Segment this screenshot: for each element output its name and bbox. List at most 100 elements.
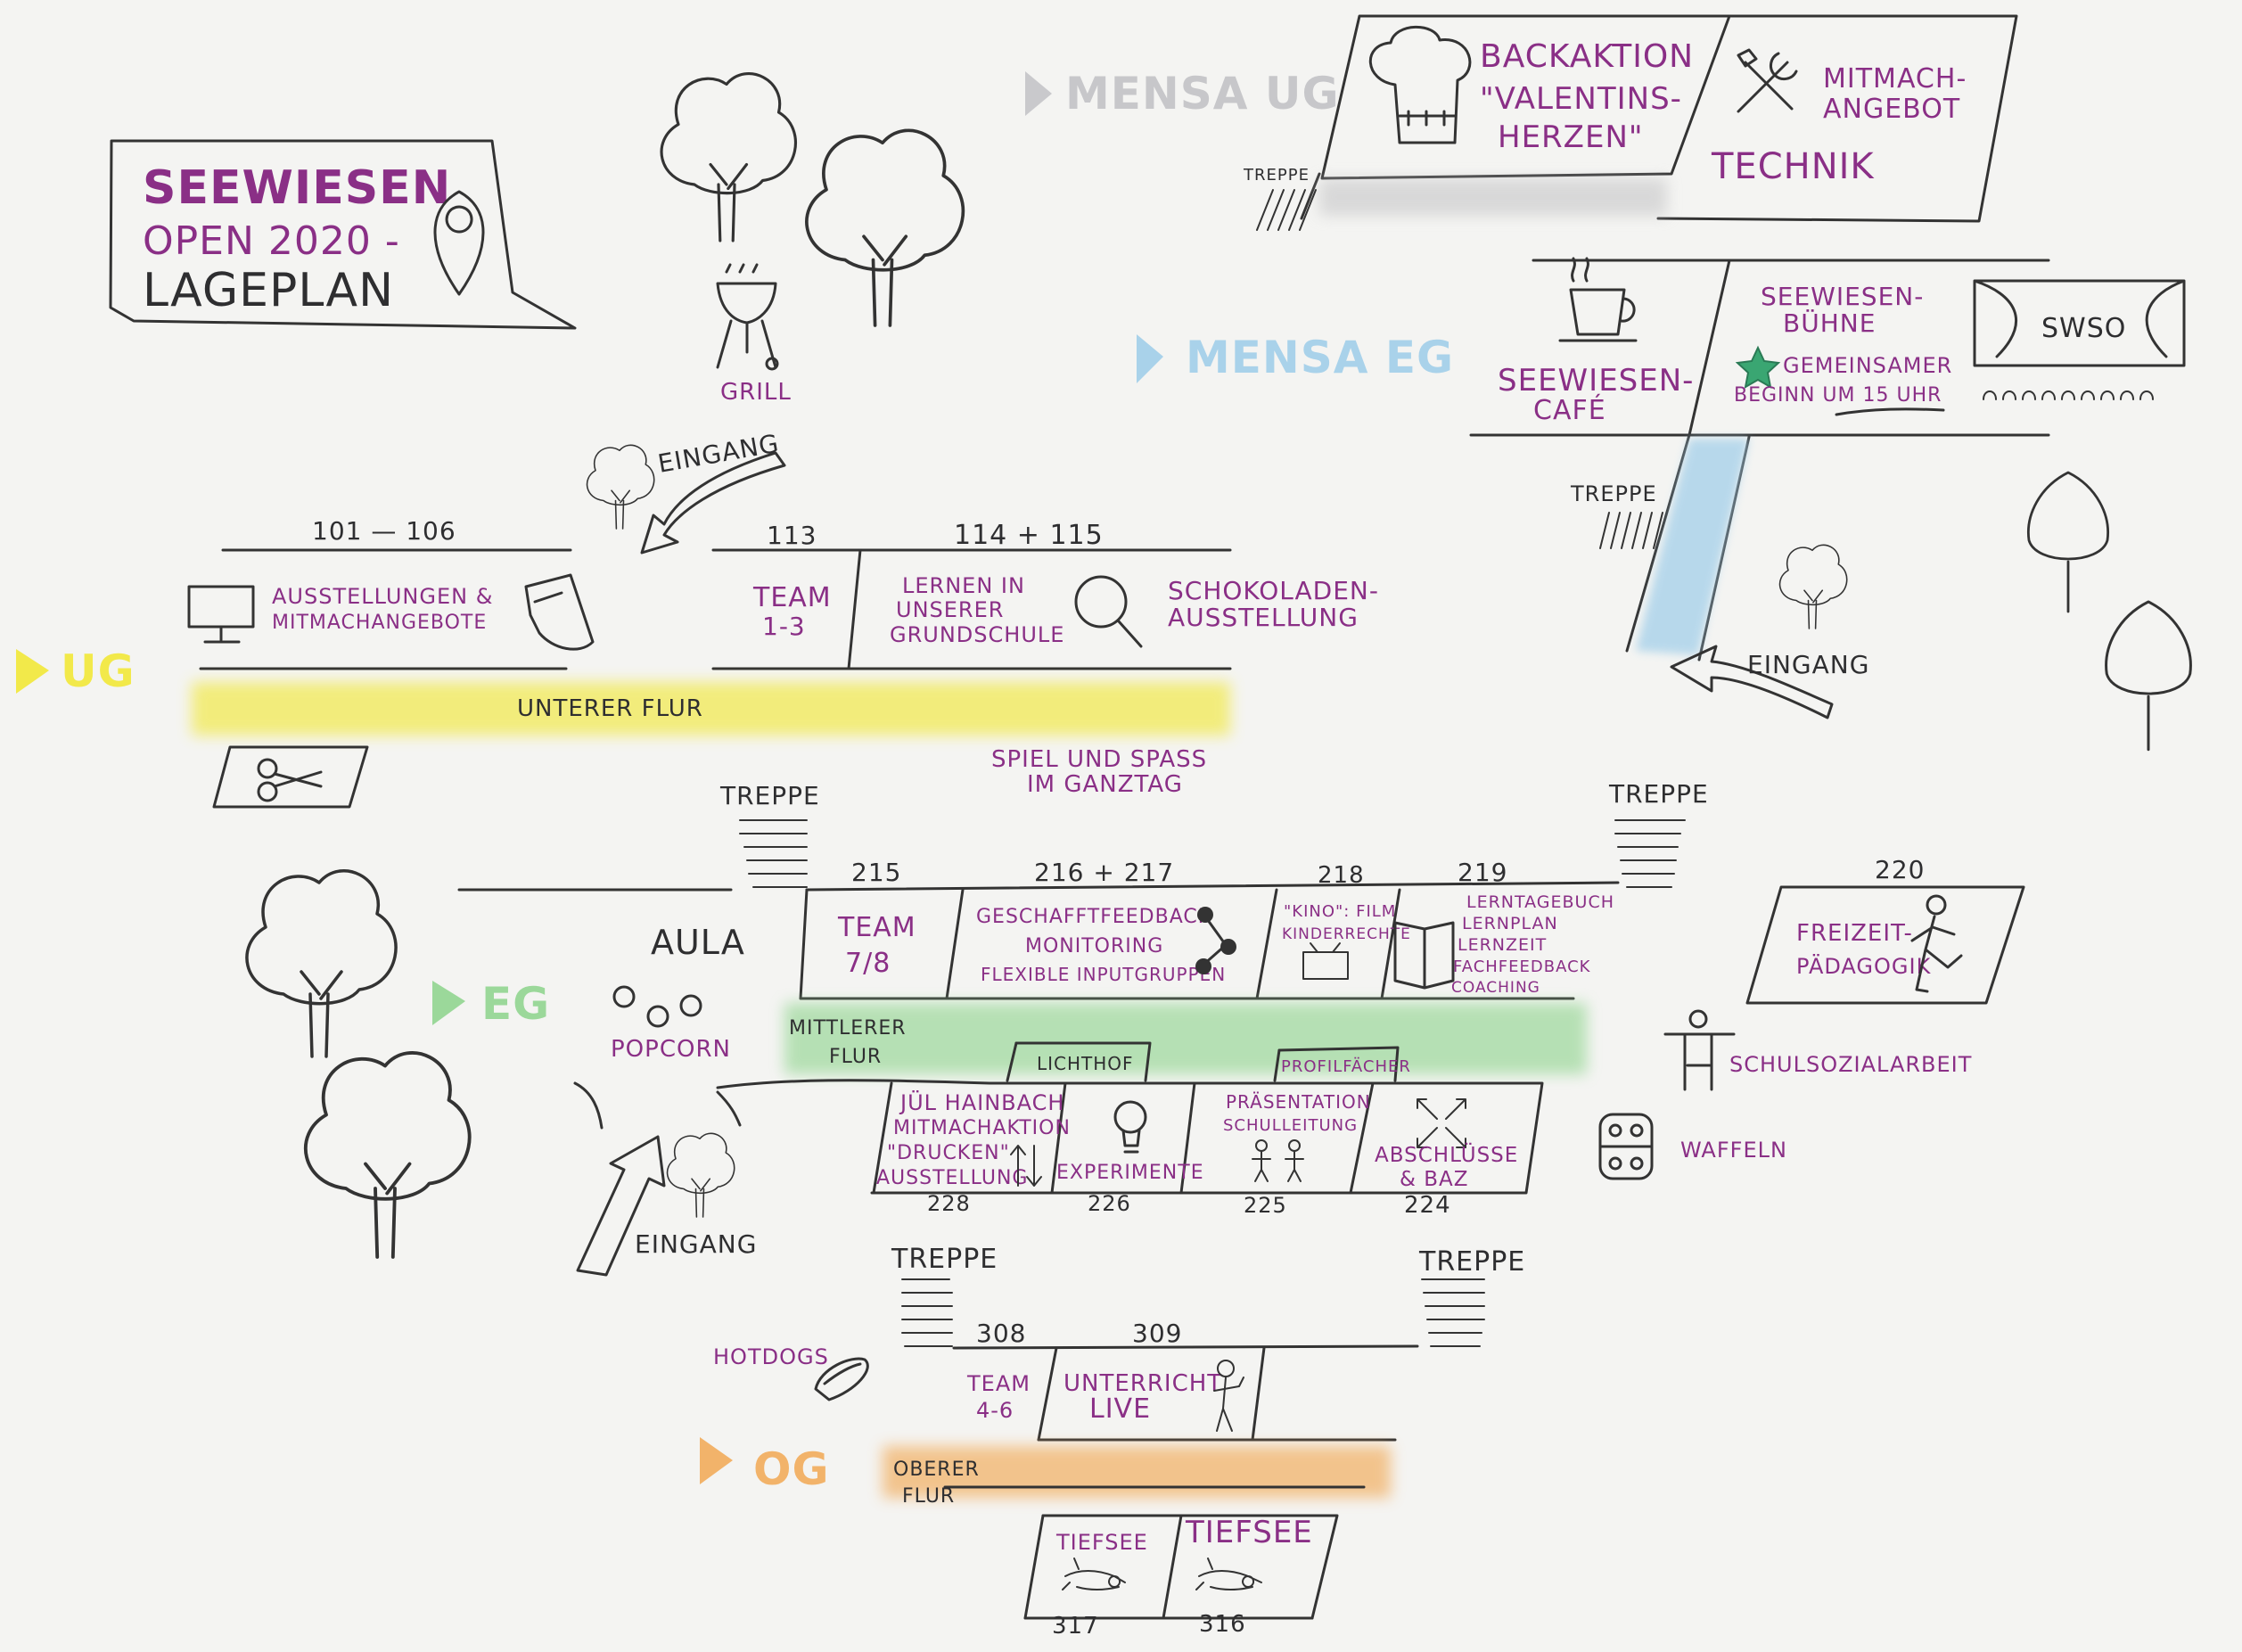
expand-arrows-icon bbox=[1417, 1098, 1466, 1148]
mensa-eg-label: MENSA EG bbox=[1186, 332, 1454, 383]
small-tree-icon bbox=[1778, 544, 1848, 629]
backaktion-line1: BACKAKTION bbox=[1480, 38, 1694, 75]
lerntagebuch-line5: COACHING bbox=[1451, 979, 1540, 997]
team-1-3-line2: 1-3 bbox=[762, 612, 806, 641]
star-icon bbox=[1735, 345, 1781, 389]
entrance-arrow-icon bbox=[576, 1135, 666, 1277]
beginn-line1: GEMEINSAMER bbox=[1783, 353, 1952, 378]
location-pin-icon bbox=[433, 190, 485, 296]
team-1-3-line1: TEAM bbox=[752, 582, 832, 613]
freizeit-line2: PÄDAGOGIK bbox=[1796, 953, 1932, 979]
abschluesse-line1: ABSCHLÜSSE bbox=[1375, 1142, 1518, 1167]
backaktion-line2: "VALENTINS- bbox=[1480, 81, 1682, 117]
tree-icon bbox=[660, 72, 798, 242]
tree-icon bbox=[245, 869, 398, 1058]
grill-label: GRILL bbox=[720, 379, 792, 406]
share-network-icon bbox=[1195, 907, 1236, 974]
stairs-icon bbox=[1256, 189, 1317, 231]
praesentation-line2: SCHULLEITUNG bbox=[1223, 1116, 1358, 1135]
feedback-line1: GESCHAFFTFEEDBACK bbox=[976, 906, 1211, 928]
og-building bbox=[883, 1344, 1419, 1620]
lernen-line2: UNSERER bbox=[896, 597, 1004, 622]
lerntagebuch-line4: FACHFEEDBACK bbox=[1453, 958, 1591, 976]
room-224: 224 bbox=[1404, 1192, 1451, 1219]
unterricht-line2: LIVE bbox=[1089, 1393, 1151, 1425]
grill-icon bbox=[716, 263, 779, 371]
drawing-hand-icon bbox=[524, 573, 595, 651]
swso-label: SWSO bbox=[2041, 313, 2126, 344]
title-line1: SEEWIESEN bbox=[143, 161, 451, 215]
schulsozialarbeit-label: SCHULSOZIALARBEIT bbox=[1729, 1052, 1972, 1077]
profilfaecher-label: PROFILFÄCHER bbox=[1281, 1057, 1411, 1076]
treppe-label: TREPPE bbox=[891, 1244, 998, 1275]
praesentation-line1: PRÄSENTATION bbox=[1226, 1091, 1371, 1113]
schokolade-line1: SCHOKOLADEN- bbox=[1168, 576, 1379, 605]
room-316: 316 bbox=[1199, 1611, 1246, 1638]
juel-line3: "DRUCKEN" bbox=[887, 1142, 1010, 1164]
treppe-label: TREPPE bbox=[1570, 481, 1657, 506]
buehne-line1: SEEWIESEN- bbox=[1761, 282, 1924, 311]
feedback-line3: FLEXIBLE INPUTGRUPPEN bbox=[981, 964, 1226, 985]
cafe-line2: CAFÉ bbox=[1533, 394, 1606, 426]
stage-icon: SWSO bbox=[1973, 279, 2186, 400]
ausstellungen-line1: AUSSTELLUNGEN & bbox=[272, 584, 493, 609]
up-down-arrows-icon bbox=[1010, 1145, 1042, 1187]
room-218: 218 bbox=[1318, 862, 1365, 889]
treppe-label: TREPPE bbox=[1418, 1246, 1525, 1278]
tree-icon bbox=[2026, 471, 2110, 613]
small-tree-icon bbox=[666, 1132, 735, 1218]
coffee-cup-icon bbox=[1558, 257, 1638, 342]
eg-label: EG bbox=[481, 978, 550, 1030]
tree-icon bbox=[303, 1051, 472, 1259]
experimente-label: EXPERIMENTE bbox=[1056, 1162, 1204, 1184]
title-line3: LAGEPLAN bbox=[143, 264, 394, 317]
abschluesse-line2: & BAZ bbox=[1400, 1168, 1469, 1191]
mensa-eg-floor-marker: MENSA EG bbox=[1137, 332, 1454, 383]
ug-floor-marker: UG bbox=[16, 645, 135, 697]
room-226: 226 bbox=[1088, 1191, 1131, 1216]
stairs-icon bbox=[739, 819, 808, 888]
tools-icon bbox=[1737, 48, 1798, 113]
stairs-icon bbox=[1599, 512, 1663, 549]
og-label: OG bbox=[753, 1443, 830, 1495]
room-220: 220 bbox=[1875, 855, 1925, 884]
person-icon bbox=[1663, 1009, 1736, 1091]
eg-building bbox=[457, 881, 2025, 1195]
tree-icon bbox=[805, 128, 965, 327]
room-215: 215 bbox=[851, 858, 901, 887]
unterer-flur-label: UNTERER FLUR bbox=[517, 695, 703, 722]
eingang-label: EINGANG bbox=[1747, 650, 1869, 679]
feedback-line2: MONITORING bbox=[1025, 935, 1163, 958]
two-people-icon bbox=[1252, 1139, 1304, 1182]
eg-floor-marker: EG bbox=[432, 978, 550, 1030]
room-114-115: 114 + 115 bbox=[954, 520, 1104, 551]
cafe-line1: SEEWIESEN- bbox=[1498, 363, 1694, 399]
lichthof-label: LICHTHOF bbox=[1037, 1053, 1134, 1074]
oberer-flur-line2: FLUR bbox=[902, 1485, 955, 1508]
tiefsee-317-label: TIEFSEE bbox=[1055, 1530, 1148, 1555]
mensa-ug-building bbox=[1300, 14, 2018, 223]
tree-icon bbox=[2105, 600, 2192, 752]
mitmach-line2: ANGEBOT bbox=[1823, 94, 1960, 125]
magnifier-icon bbox=[1074, 575, 1143, 648]
hotdogs-label: HOTDOGS bbox=[713, 1344, 829, 1369]
entrance-arrow-icon bbox=[1670, 645, 1834, 719]
team-7-8-line2: 7/8 bbox=[845, 948, 891, 979]
buehne-line2: BÜHNE bbox=[1783, 308, 1876, 338]
treppe-label: TREPPE bbox=[1608, 779, 1709, 809]
schokolade-line2: AUSSTELLUNG bbox=[1168, 603, 1359, 632]
runner-icon bbox=[1910, 894, 1963, 993]
monitor-icon bbox=[187, 585, 255, 644]
stairs-icon bbox=[1421, 1278, 1485, 1347]
og-floor-marker: OG bbox=[700, 1437, 830, 1495]
mittlerer-flur-line2: FLUR bbox=[829, 1046, 882, 1068]
room-216-217: 216 + 217 bbox=[1034, 858, 1174, 887]
waffeln-label: WAFFELN bbox=[1680, 1138, 1787, 1163]
mensa-ug-floor-marker: MENSA UG bbox=[1025, 68, 1339, 119]
diver-icon bbox=[1195, 1557, 1262, 1590]
mensa-eg-building bbox=[1469, 259, 2050, 662]
singer-icon bbox=[1213, 1360, 1244, 1432]
stairs-icon bbox=[901, 1278, 953, 1347]
team-4-6-line1: TEAM bbox=[966, 1371, 1031, 1396]
